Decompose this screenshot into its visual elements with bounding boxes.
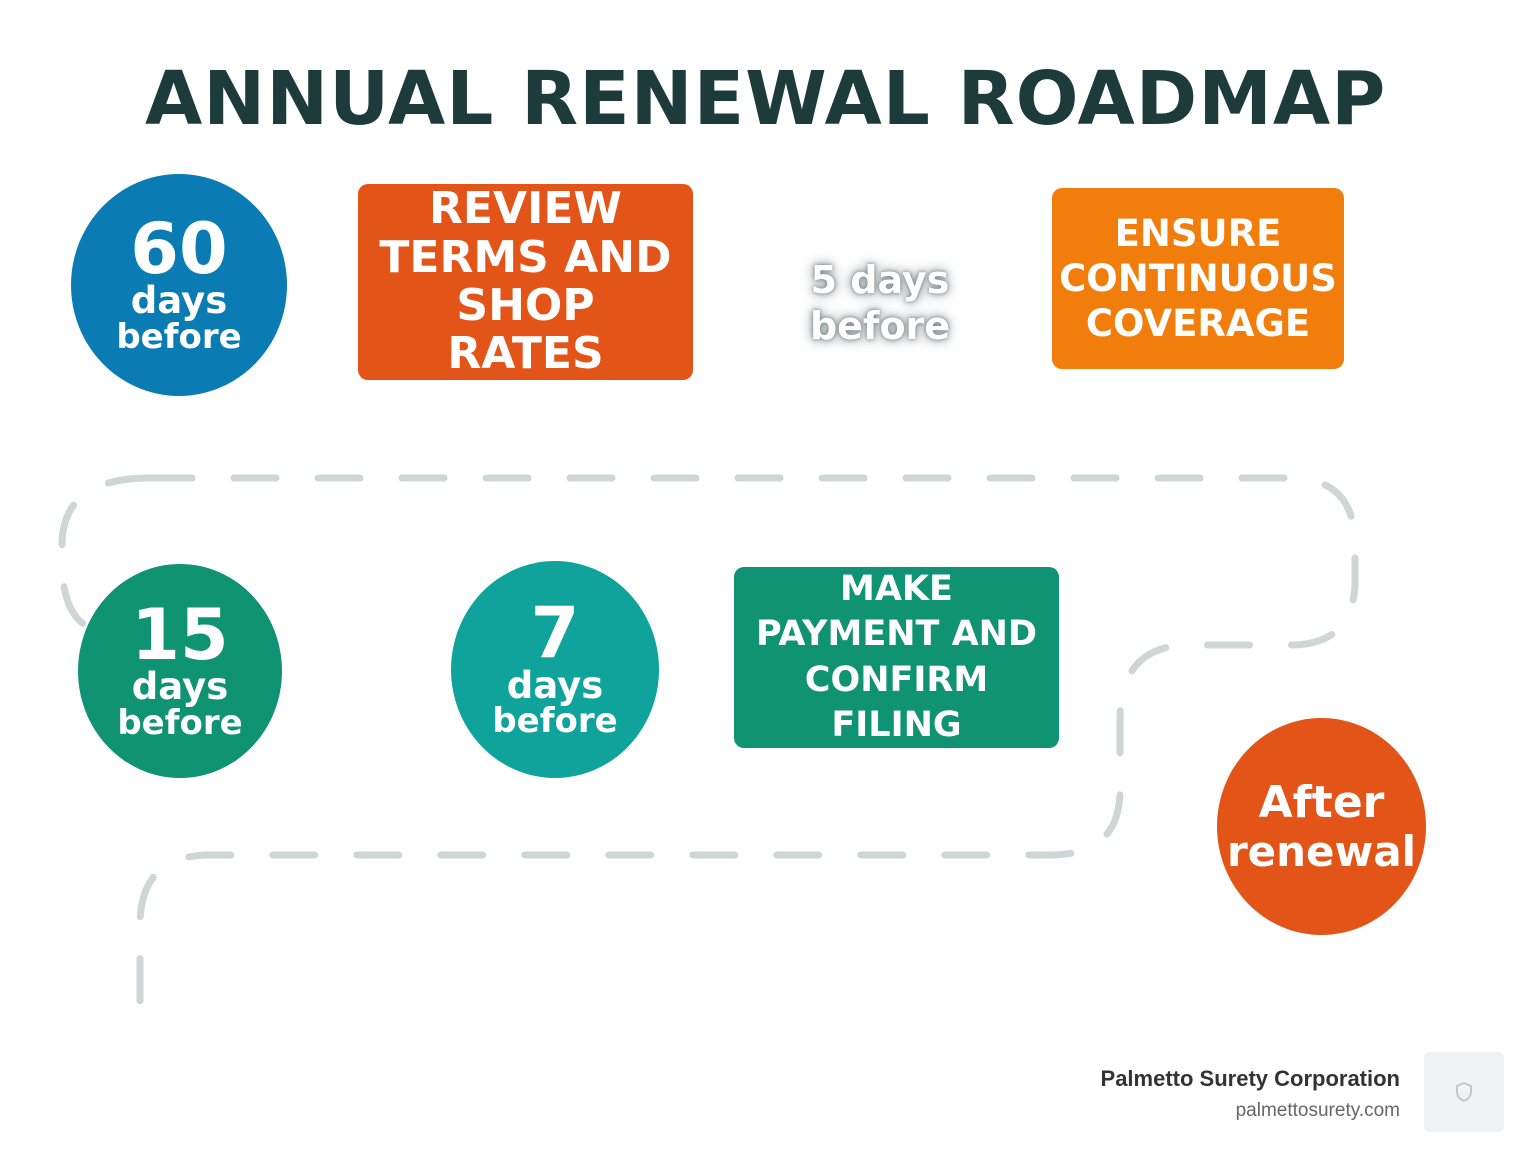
company-name: Palmetto Surety Corporation <box>1100 1066 1400 1091</box>
action-line: MAKE <box>840 568 953 609</box>
floating-line: before <box>809 303 951 348</box>
step-circle-7-days: 7 days before <box>451 561 659 778</box>
step-unit: days <box>130 279 228 323</box>
step-number: 7 <box>530 592 580 675</box>
action-line: SHOP RATES <box>447 280 604 380</box>
step-label: before <box>116 316 242 357</box>
company-logo <box>1424 1052 1504 1132</box>
action-line: ENSURE <box>1114 211 1282 255</box>
step-number: 15 <box>131 593 229 676</box>
step-circle-60-days: 60 days before <box>71 174 287 396</box>
action-line: PAYMENT AND <box>755 614 1038 654</box>
step-number: 60 <box>130 207 228 290</box>
step-label-5-days: 5 days before <box>790 258 970 349</box>
action-line: TERMS AND <box>379 231 672 283</box>
shield-icon <box>1456 1081 1472 1103</box>
action-box-review-terms: REVIEW TERMS AND SHOP RATES <box>358 184 693 380</box>
step-label: renewal <box>1226 826 1417 876</box>
step-circle-after-renewal: After renewal <box>1217 718 1426 935</box>
action-line: COVERAGE <box>1085 302 1311 346</box>
action-line: CONFIRM FILING <box>804 659 989 746</box>
floating-line: 5 days <box>810 258 950 302</box>
step-label: After <box>1258 777 1385 829</box>
step-label: before <box>492 701 618 742</box>
action-box-make-payment: MAKE PAYMENT AND CONFIRM FILING <box>734 567 1059 748</box>
page-title: ANNUAL RENEWAL ROADMAP <box>145 56 1387 142</box>
action-box-ensure-coverage: ENSURE CONTINUOUS COVERAGE <box>1052 188 1344 369</box>
step-unit: days <box>506 663 604 707</box>
action-line: CONTINUOUS <box>1059 256 1337 300</box>
step-circle-15-days: 15 days before <box>78 564 282 778</box>
action-line: REVIEW <box>429 183 622 235</box>
company-url: palmettosurety.com <box>1235 1100 1400 1121</box>
step-unit: days <box>131 665 229 709</box>
step-label: before <box>117 702 243 743</box>
